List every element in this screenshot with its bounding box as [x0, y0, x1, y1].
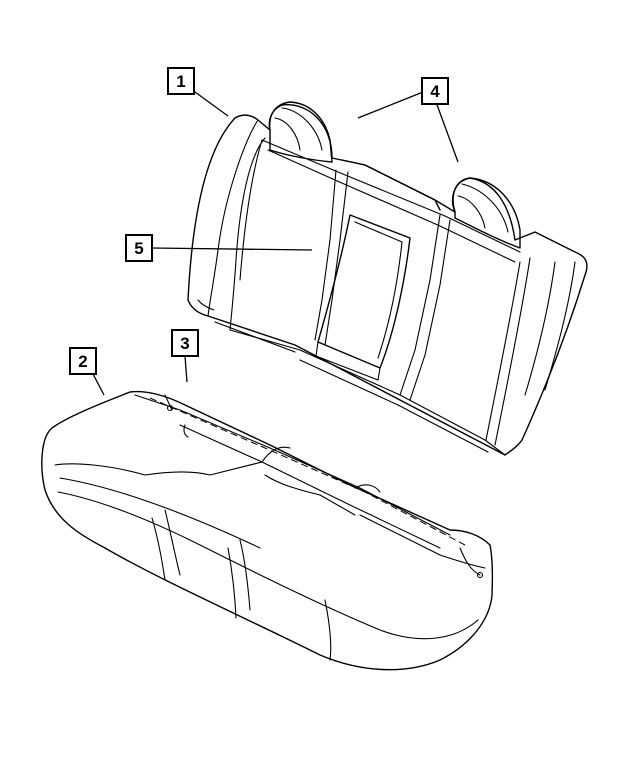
callout-2-label: 2	[78, 352, 87, 371]
callout-1: 1	[167, 67, 195, 95]
callout-4: 4	[421, 77, 449, 105]
callout-1-label: 1	[176, 72, 185, 91]
callout-3: 3	[171, 329, 199, 357]
callout-5: 5	[125, 234, 153, 262]
callout-5-label: 5	[134, 239, 143, 258]
leader-2	[91, 371, 105, 396]
callout-4-label: 4	[430, 82, 440, 101]
seat-back	[187, 101, 588, 456]
leader-4a	[357, 91, 424, 119]
leader-3	[184, 355, 188, 383]
leader-4b	[435, 101, 459, 163]
seat-cushion	[41, 390, 494, 671]
callout-2: 2	[69, 347, 97, 375]
leader-lines	[91, 91, 459, 396]
leader-1	[194, 91, 229, 117]
callout-3-label: 3	[180, 334, 189, 353]
leader-5	[151, 247, 313, 251]
